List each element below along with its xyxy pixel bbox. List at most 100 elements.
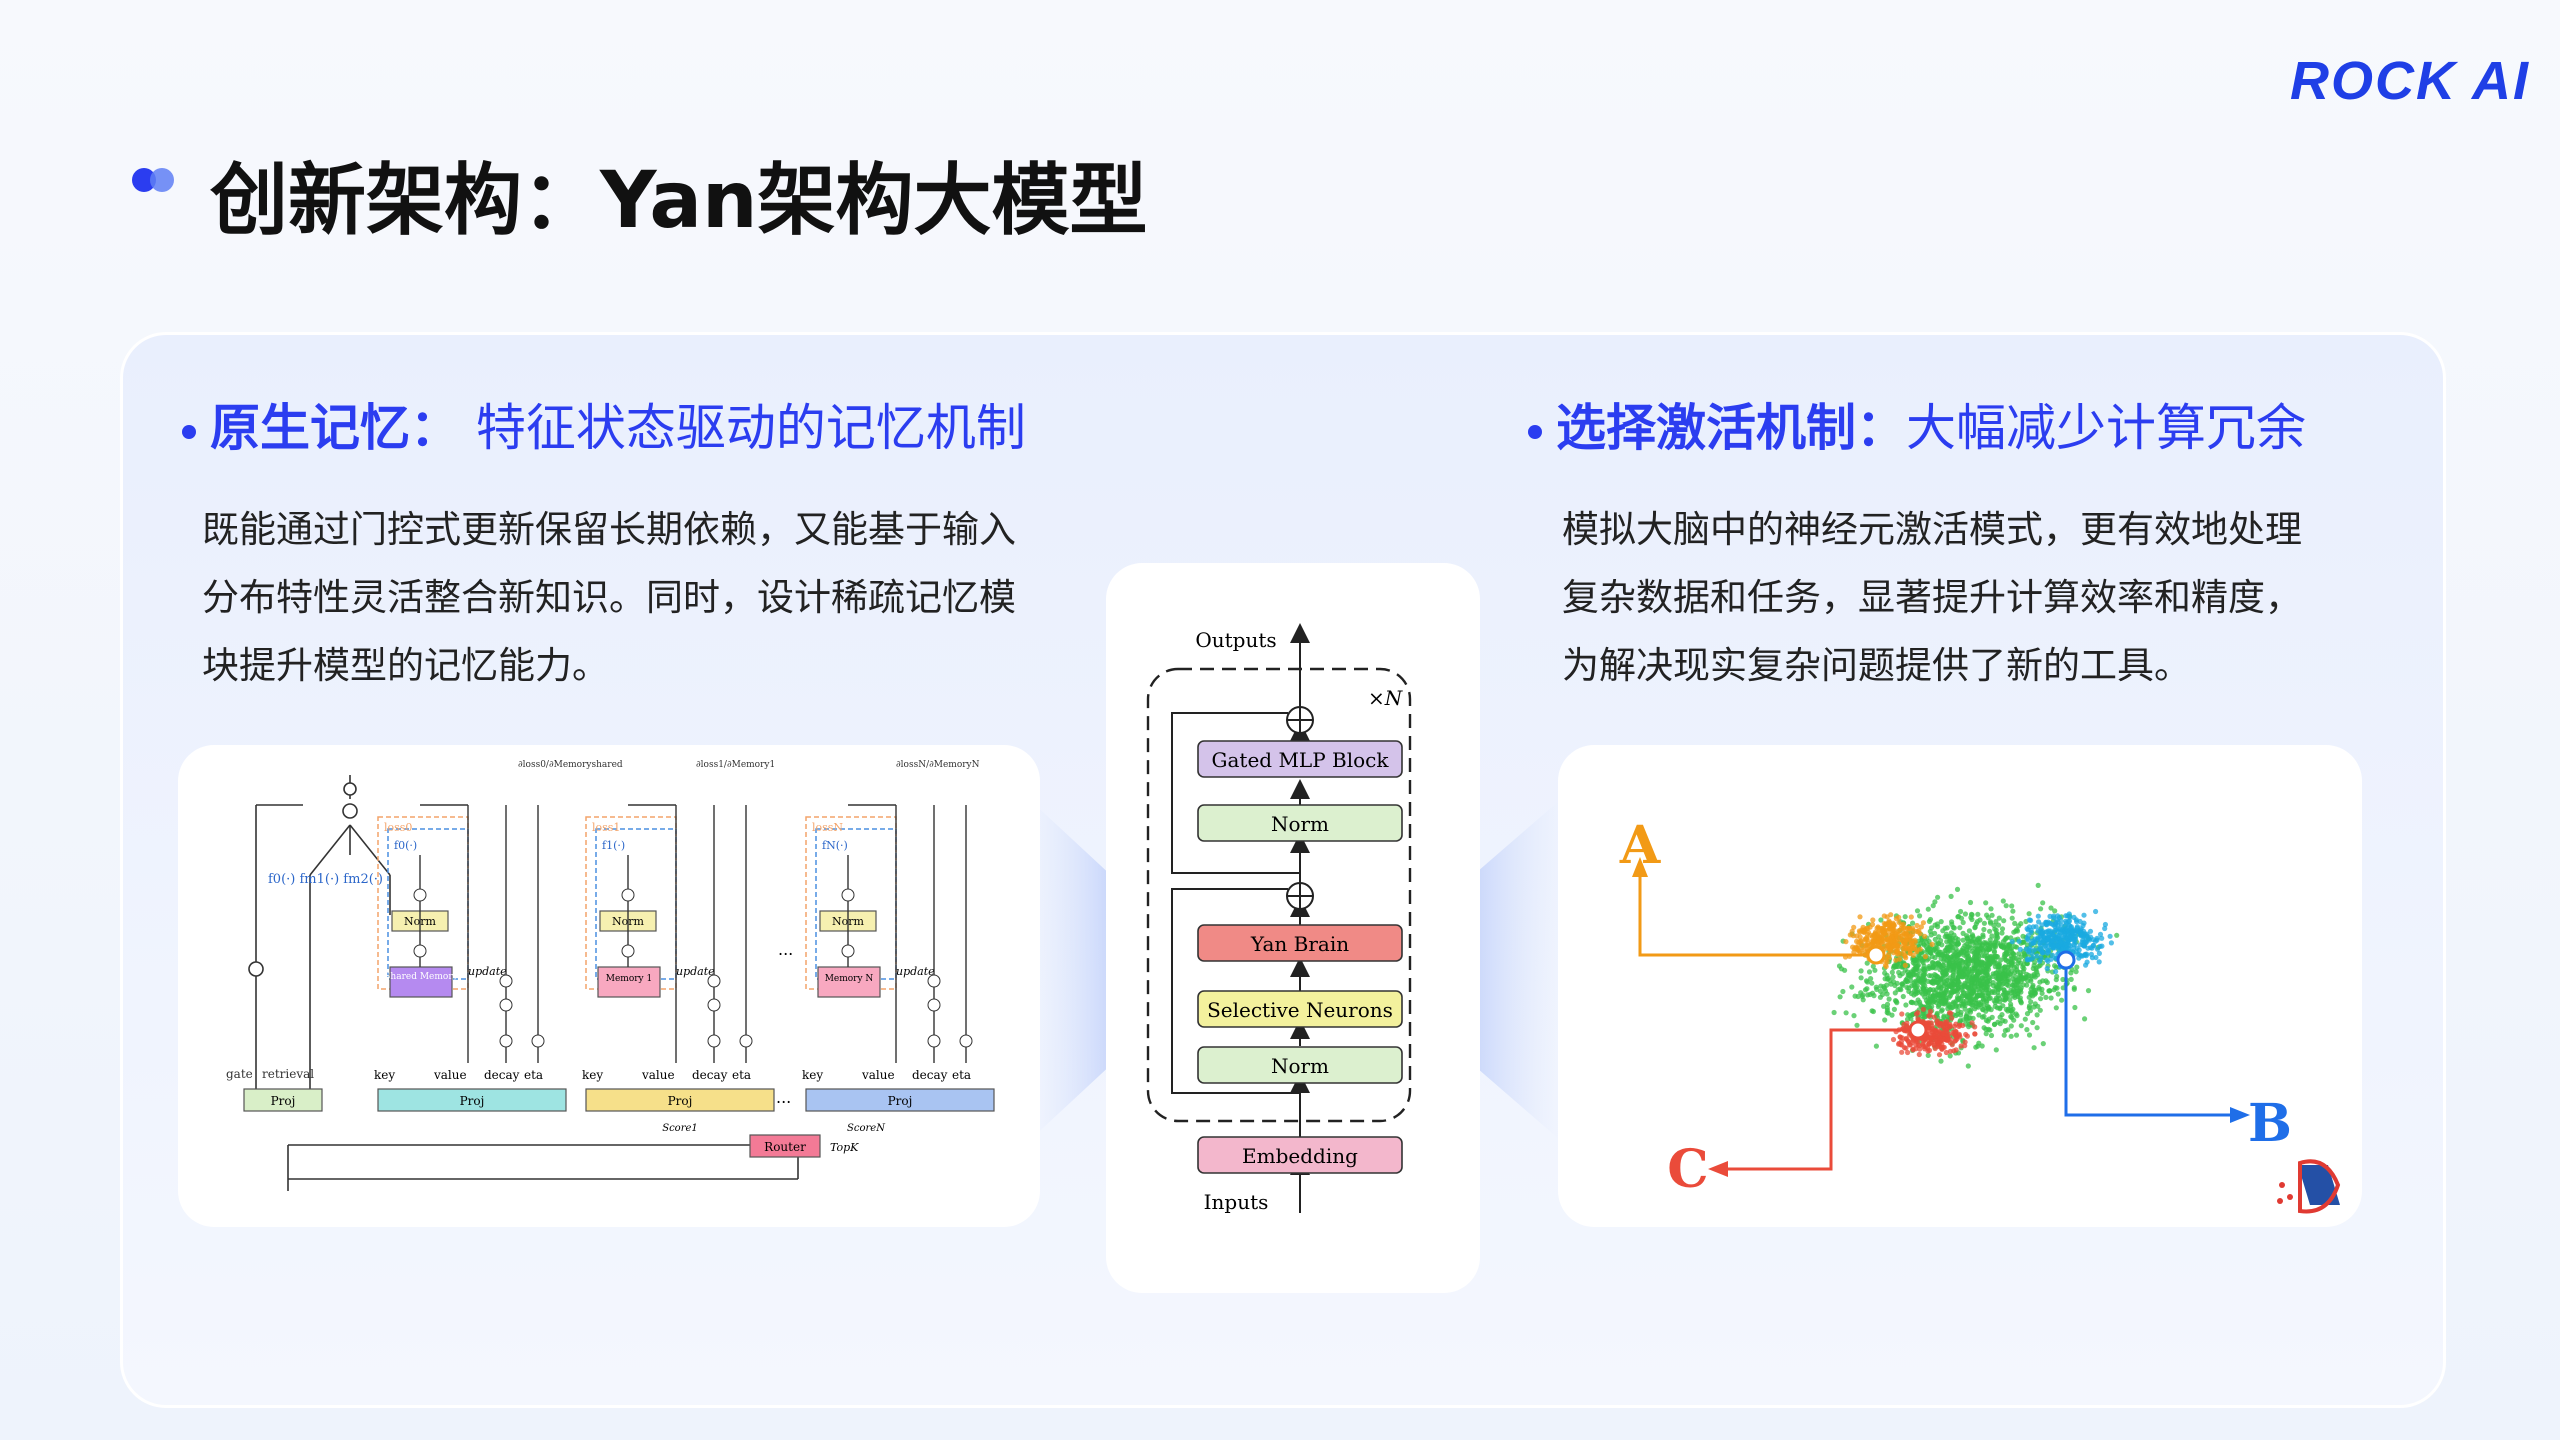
- scatter-point: [1902, 952, 1908, 958]
- scatter-point: [1896, 1041, 1902, 1047]
- scatter-point: [2041, 944, 2047, 950]
- scatter-point: [2081, 912, 2087, 918]
- scatter-point: [2074, 945, 2080, 951]
- scatter-point: [1858, 975, 1864, 981]
- yan-architecture-panel: Outputs Inputs ×N Gated MLP Block Norm Y…: [1106, 563, 1480, 1293]
- scatter-point: [2007, 971, 2013, 977]
- scatter-point: [2069, 929, 2076, 935]
- scatter-point: [2078, 932, 2084, 938]
- scatter-point: [1877, 988, 1884, 994]
- scatter-point: [2029, 951, 2035, 957]
- scatter-point: [1925, 1021, 1931, 1027]
- scatter-point: [2035, 913, 2041, 919]
- scatter-point: [2082, 1016, 2088, 1022]
- scatter-point: [1870, 1008, 1876, 1015]
- scatter-point: [1946, 994, 1952, 1000]
- scatter-point: [1884, 1001, 1891, 1007]
- decay-label: decay: [484, 1068, 520, 1082]
- embedding-block: Embedding: [1242, 1144, 1358, 1168]
- scatter-point: [2088, 945, 2094, 951]
- scatter-point: [1946, 965, 1952, 971]
- scatter-point: [1949, 1015, 1955, 1021]
- scatter-point: [2008, 1033, 2014, 1039]
- scatter-point: [1899, 1011, 1905, 1017]
- scatter-point: [1958, 1043, 1964, 1049]
- scatter-point: [2038, 955, 2044, 961]
- scatter-point: [1969, 1002, 1975, 1008]
- scatter-point: [2083, 938, 2089, 944]
- scatter-point: [2034, 1012, 2040, 1018]
- scatter-point: [1920, 991, 1926, 997]
- scatter-point: [1975, 981, 1981, 987]
- scatter-point: [1899, 1049, 1905, 1055]
- scatter-point: [1968, 1007, 1974, 1013]
- scatter-point: [2040, 1041, 2046, 1047]
- key-label: key: [802, 1068, 823, 1082]
- scatter-point: [2045, 958, 2051, 964]
- scatter-point: [1922, 954, 1928, 960]
- scatter-point: [1951, 925, 1957, 931]
- left-light-beam: [1030, 800, 1170, 1140]
- scatter-point: [1972, 984, 1978, 990]
- scatter-point: [1851, 949, 1857, 955]
- scatter-point: [1947, 1053, 1953, 1059]
- scatter-point: [1981, 985, 1987, 991]
- scatter-point: [1927, 987, 1933, 993]
- scatter-point: [1943, 998, 1949, 1004]
- scatter-point: [1948, 893, 1954, 899]
- scatter-point: [2082, 931, 2088, 937]
- scatter-point: [1913, 972, 1919, 978]
- scatter-point: [1939, 1046, 1945, 1052]
- scatter-point: [1931, 946, 1938, 952]
- scatter-point: [1870, 963, 1876, 969]
- scatter-point: [1932, 972, 1938, 978]
- scatter-point: [1860, 997, 1866, 1003]
- scatter-point: [1994, 954, 2000, 960]
- scatter-point: [1869, 939, 1875, 945]
- router-label: Router: [764, 1140, 806, 1154]
- scatter-point: [1932, 961, 1938, 967]
- scatter-point: [1928, 932, 1934, 938]
- scatter-point: [1959, 993, 1965, 999]
- scatter-point: [1968, 914, 1974, 921]
- left-paragraph-line: 既能通过门控式更新保留长期依赖，又能基于输入: [202, 508, 1016, 551]
- left-paragraph-line: 分布特性灵活整合新知识。同时，设计稀疏记忆模: [202, 576, 1016, 619]
- value-label: value: [861, 1068, 895, 1082]
- scatter-point: [1996, 915, 2002, 921]
- scatter-point: [1973, 921, 1979, 927]
- scatter-point: [1926, 973, 1932, 979]
- scatter-point: [1957, 1018, 1963, 1024]
- scatter-point: [1937, 1035, 1943, 1041]
- ellipsis-label: ...: [776, 1088, 791, 1107]
- page-title: 创新架构：Yan架构大模型: [210, 156, 1148, 246]
- scatter-point: [1985, 1003, 1991, 1009]
- scatter-point: [1884, 991, 1890, 997]
- scatter-point: [1969, 939, 1975, 945]
- scatter-point: [2040, 930, 2046, 936]
- scatter-point: [1947, 1004, 1953, 1010]
- scatter-point: [1972, 1006, 1978, 1012]
- scatter-point: [1917, 913, 1923, 919]
- scatter-point: [1868, 932, 1874, 938]
- scatter-point: [1990, 980, 1996, 986]
- scatter-point: [2005, 983, 2012, 989]
- scatter-point: [1952, 982, 1958, 988]
- scatter-point: [2054, 985, 2060, 991]
- memory-n-label: Memory N: [825, 974, 874, 984]
- scatter-point: [1960, 945, 1966, 951]
- score-label: ScoreN: [847, 1123, 886, 1134]
- scatter-point: [2026, 972, 2032, 978]
- scatter-point: [2049, 938, 2056, 944]
- scatter-point: [1983, 1026, 1989, 1032]
- scatter-point: [2026, 994, 2032, 1000]
- scatter-point: [1921, 963, 1927, 969]
- scatter-point: [1947, 1023, 1953, 1029]
- scatter-point: [1887, 926, 1893, 932]
- scatter-point: [1913, 984, 1919, 990]
- scatter-point: [2073, 969, 2079, 975]
- scatter-point: [1938, 1020, 1944, 1026]
- scatter-point: [1932, 899, 1938, 905]
- scatter-point: [1974, 977, 1980, 983]
- scatter-point: [1920, 976, 1926, 982]
- scatter-point: [1885, 1010, 1891, 1016]
